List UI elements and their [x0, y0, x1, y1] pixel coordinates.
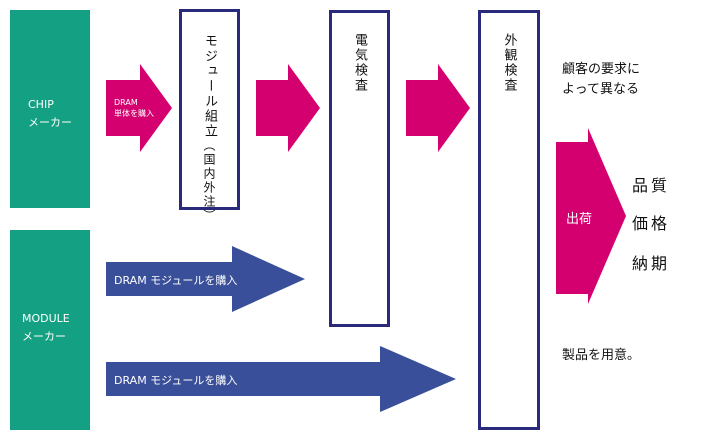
module-maker-label-line2: メーカー [22, 330, 66, 343]
assembly-stage-note: （国内外注） [202, 139, 216, 223]
dram-single-label-line1: DRAM [114, 98, 138, 107]
pink-arrow-to-visual [406, 64, 470, 152]
assembly-stage-text: モジュール組立（国内外注） [200, 34, 219, 223]
price-item: 価格 [632, 214, 671, 233]
module-purchase-arrow-short [106, 246, 305, 312]
module-maker-box: MODULE メーカー [10, 230, 90, 430]
dram-single-arrow [106, 64, 172, 152]
shipping-arrow [556, 128, 626, 304]
prepare-product-note: 製品を用意。 [562, 348, 641, 363]
visual-inspection-label: 外観検査 [501, 33, 517, 93]
assembly-stage-box: モジュール組立（国内外注） [179, 9, 240, 223]
module-maker-label-line1: MODULE [22, 312, 70, 325]
chip-maker-label-line1: CHIP [28, 98, 54, 111]
customer-requirement-note: 顧客の要求に よって異なる [562, 60, 640, 100]
visual-inspection-box: 外観検査 [478, 10, 540, 430]
module-purchase-label-2: DRAM モジュールを購入 [114, 374, 238, 387]
electrical-inspection-label: 電気検査 [352, 33, 367, 93]
electrical-inspection-box: 電気検査 [329, 10, 390, 327]
delivery-item: 納期 [632, 254, 671, 273]
assembly-stage-label: モジュール組立 [202, 34, 217, 139]
pink-arrow-to-electrical [256, 64, 320, 152]
chip-maker-label-line2: メーカー [28, 116, 72, 129]
dram-single-label: DRAM 単体を購入 [114, 97, 154, 119]
shipping-label: 出荷 [566, 212, 593, 227]
dram-single-label-line2: 単体を購入 [114, 109, 154, 118]
module-purchase-arrow-long [106, 346, 456, 412]
customer-requirement-line2: よって異なる [562, 82, 639, 97]
module-purchase-label-1: DRAM モジュールを購入 [114, 274, 238, 287]
customer-requirement-line1: 顧客の要求に [562, 62, 641, 77]
quality-item: 品質 [632, 176, 671, 195]
chip-maker-box: CHIP メーカー [10, 10, 90, 208]
